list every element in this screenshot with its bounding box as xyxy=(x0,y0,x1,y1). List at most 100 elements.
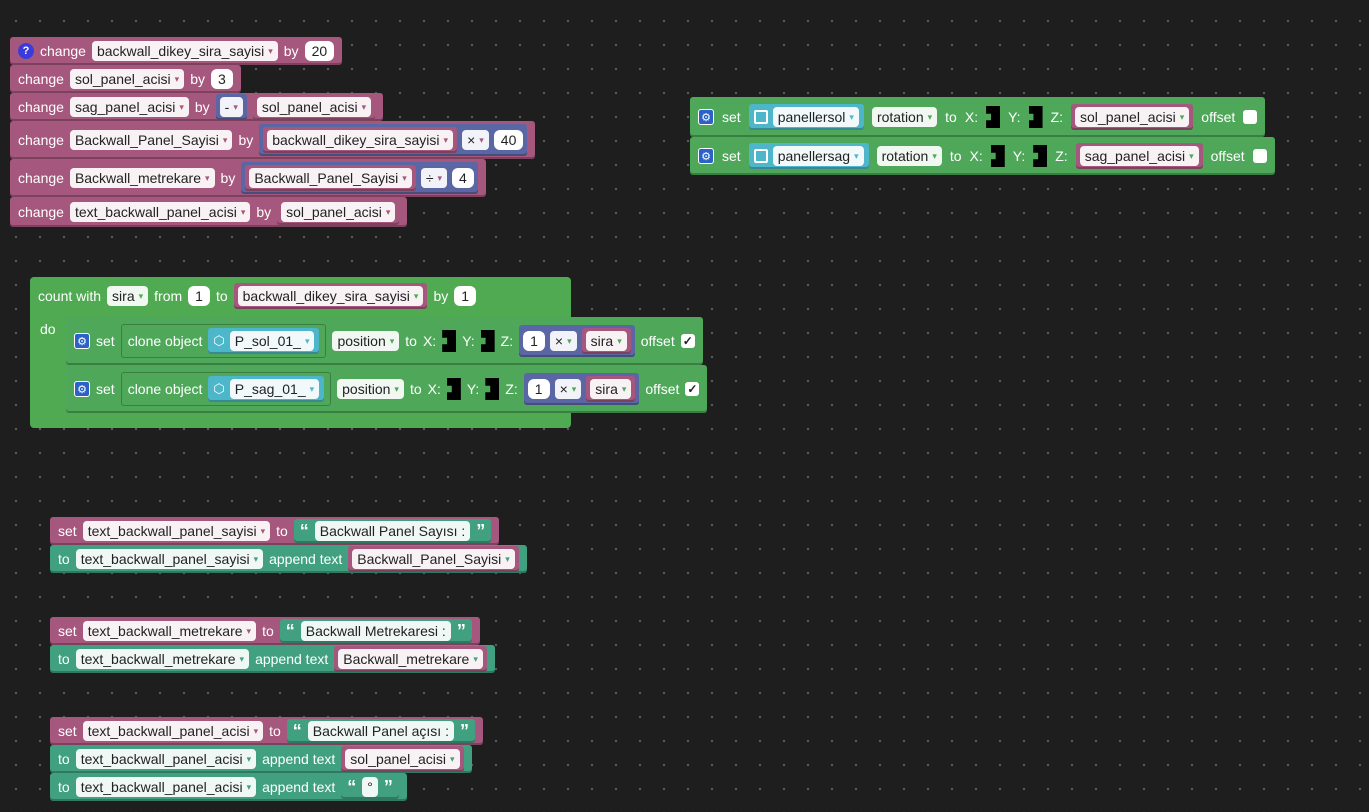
variable-reporter[interactable]: sol_panel_acisi▾ xyxy=(1071,104,1194,130)
property-dropdown[interactable]: rotation▾ xyxy=(876,146,942,166)
set-rotation-block[interactable]: ⚙ set panellersag▾ rotation▾ to X: Y: Z:… xyxy=(690,137,1275,175)
empty-input-slot[interactable] xyxy=(986,106,1001,128)
set-text-block[interactable]: set text_backwall_metrekare▾ to “ Backwa… xyxy=(50,617,480,645)
empty-input-slot[interactable] xyxy=(1028,106,1043,128)
number-field[interactable]: 1 xyxy=(527,379,550,399)
empty-input-slot[interactable] xyxy=(446,378,461,400)
variable-dropdown[interactable]: Backwall_Panel_Sayisi▾ xyxy=(352,549,515,569)
empty-input-slot[interactable] xyxy=(485,378,500,400)
set-text-block[interactable]: set text_backwall_panel_sayisi▾ to “ Bac… xyxy=(50,517,500,545)
variable-dropdown[interactable]: Backwall_Panel_Sayisi▾ xyxy=(249,168,412,188)
number-field[interactable]: 40 xyxy=(493,130,524,150)
gear-icon[interactable]: ⚙ xyxy=(74,333,90,349)
object-dropdown[interactable]: panellersol▾ xyxy=(772,107,859,127)
number-field[interactable]: 20 xyxy=(304,41,335,61)
text-literal-block[interactable]: “ Backwall Panel Sayısı : ” xyxy=(293,519,492,543)
variable-dropdown[interactable]: sira▾ xyxy=(590,379,632,399)
arithmetic-block[interactable]: Backwall_Panel_Sayisi▾ ÷▾ 4 xyxy=(241,162,478,194)
operator-dropdown[interactable]: ×▾ xyxy=(462,130,489,150)
variable-dropdown[interactable]: Backwall_Panel_Sayisi▾ xyxy=(69,130,233,150)
variable-dropdown[interactable]: sol_panel_acisi▾ xyxy=(345,749,460,769)
variable-dropdown[interactable]: Backwall_metrekare▾ xyxy=(338,649,483,669)
object-reporter[interactable]: ⬡ P_sol_01_▾ xyxy=(208,328,320,354)
offset-checkbox[interactable] xyxy=(1243,110,1258,124)
gear-icon[interactable]: ⚙ xyxy=(698,148,714,164)
object-dropdown[interactable]: P_sag_01_▾ xyxy=(229,379,320,399)
append-text-block[interactable]: to text_backwall_metrekare▾ append text … xyxy=(50,645,495,673)
empty-input-slot[interactable] xyxy=(480,330,495,352)
clone-object-block[interactable]: clone object ⬡ P_sol_01_▾ xyxy=(120,324,327,358)
set-text-block[interactable]: set text_backwall_panel_acisi▾ to “ Back… xyxy=(50,717,483,745)
variable-reporter[interactable]: backwall_dikey_sira_sayisi▾ xyxy=(263,127,458,153)
change-block[interactable]: change text_backwall_panel_acisi▾ by sol… xyxy=(10,197,408,227)
text-field[interactable]: Backwall Metrekaresi : xyxy=(300,621,451,641)
variable-dropdown[interactable]: sol_panel_acisi▾ xyxy=(281,202,396,222)
text-literal-block[interactable]: “ Backwall Metrekaresi : ” xyxy=(279,619,472,643)
object-reporter[interactable]: ⬡ P_sag_01_▾ xyxy=(208,376,325,402)
offset-checkbox[interactable] xyxy=(1252,149,1267,163)
variable-reporter[interactable]: sira▾ xyxy=(581,328,631,354)
set-rotation-block[interactable]: ⚙ set panellersol▾ rotation▾ to X: Y: Z:… xyxy=(690,97,1266,137)
text-literal-block[interactable]: “ Backwall Panel açısı : ” xyxy=(286,719,475,743)
clone-object-block[interactable]: clone object ⬡ P_sag_01_▾ xyxy=(120,372,332,406)
variable-reporter[interactable]: Backwall_Panel_Sayisi▾ xyxy=(245,165,416,191)
loop-variable-dropdown[interactable]: sira▾ xyxy=(107,286,149,306)
change-block[interactable]: change Backwall_metrekare▾ by Backwall_P… xyxy=(10,159,486,197)
object-reporter[interactable]: panellersag▾ xyxy=(748,143,869,169)
property-dropdown[interactable]: position▾ xyxy=(332,331,400,351)
set-position-block[interactable]: ⚙ set clone object ⬡ P_sol_01_▾ position… xyxy=(66,317,703,365)
append-text-block[interactable]: to text_backwall_panel_sayisi▾ append te… xyxy=(50,545,527,573)
variable-dropdown[interactable]: backwall_dikey_sira_sayisi▾ xyxy=(91,41,278,61)
property-dropdown[interactable]: position▾ xyxy=(337,379,404,399)
variable-dropdown[interactable]: text_backwall_metrekare▾ xyxy=(75,649,250,669)
variable-dropdown[interactable]: backwall_dikey_sira_sayisi▾ xyxy=(237,286,424,306)
variable-dropdown[interactable]: text_backwall_panel_acisi▾ xyxy=(82,721,264,741)
object-reporter[interactable]: panellersol▾ xyxy=(748,104,864,130)
empty-input-slot[interactable] xyxy=(990,145,1005,167)
property-dropdown[interactable]: rotation▾ xyxy=(871,107,938,127)
text-literal-block[interactable]: “ ° ” xyxy=(341,775,399,799)
variable-dropdown[interactable]: Backwall_metrekare▾ xyxy=(69,168,215,188)
variable-dropdown[interactable]: text_backwall_panel_sayisi▾ xyxy=(75,549,264,569)
arithmetic-block[interactable]: 1 ×▾ sira▾ xyxy=(523,373,640,405)
arithmetic-block[interactable]: 1 ×▾ sira▾ xyxy=(519,325,635,357)
append-text-block[interactable]: to text_backwall_panel_acisi▾ append tex… xyxy=(50,773,407,801)
variable-dropdown[interactable]: text_backwall_panel_acisi▾ xyxy=(69,202,251,222)
set-position-block[interactable]: ⚙ set clone object ⬡ P_sag_01_▾ position… xyxy=(66,365,708,413)
variable-reporter[interactable]: Backwall_metrekare▾ xyxy=(334,646,487,672)
number-field[interactable]: 4 xyxy=(452,168,474,188)
operator-dropdown[interactable]: ×▾ xyxy=(554,379,582,399)
change-block[interactable]: ? change backwall_dikey_sira_sayisi▾ by … xyxy=(10,37,343,65)
from-number-field[interactable]: 1 xyxy=(188,286,210,306)
text-field[interactable]: Backwall Panel Sayısı : xyxy=(314,521,471,541)
variable-dropdown[interactable]: sira▾ xyxy=(585,331,627,351)
variable-dropdown[interactable]: sag_panel_acisi▾ xyxy=(69,97,189,117)
empty-input-slot[interactable] xyxy=(442,330,457,352)
arithmetic-block[interactable]: backwall_dikey_sira_sayisi▾ ×▾ 40 xyxy=(259,124,528,156)
variable-dropdown[interactable]: backwall_dikey_sira_sayisi▾ xyxy=(267,130,454,150)
variable-reporter[interactable]: sag_panel_acisi▾ xyxy=(1075,143,1203,169)
variable-dropdown[interactable]: text_backwall_panel_sayisi▾ xyxy=(82,521,271,541)
gear-icon[interactable]: ⚙ xyxy=(74,381,90,397)
variable-dropdown[interactable]: text_backwall_panel_acisi▾ xyxy=(75,749,257,769)
operator-dropdown[interactable]: ÷▾ xyxy=(420,168,448,188)
variable-dropdown[interactable]: text_backwall_panel_acisi▾ xyxy=(75,777,257,797)
number-field[interactable]: 3 xyxy=(211,69,233,89)
text-field[interactable]: ° xyxy=(362,777,378,797)
variable-dropdown[interactable]: sag_panel_acisi▾ xyxy=(1079,146,1199,166)
text-field[interactable]: Backwall Panel açısı : xyxy=(307,721,454,741)
operator-dropdown[interactable]: ×▾ xyxy=(549,331,577,351)
object-dropdown[interactable]: panellersag▾ xyxy=(772,146,864,166)
variable-dropdown[interactable]: sol_panel_acisi▾ xyxy=(1075,107,1190,127)
variable-reporter[interactable]: sira▾ xyxy=(586,376,636,402)
number-field[interactable]: 1 xyxy=(523,331,545,351)
variable-reporter[interactable]: Backwall_Panel_Sayisi▾ xyxy=(348,546,519,572)
variable-dropdown[interactable]: sol_panel_acisi▾ xyxy=(256,97,372,117)
offset-checkbox[interactable]: ✓ xyxy=(680,334,695,348)
by-number-field[interactable]: 1 xyxy=(454,286,477,306)
change-block[interactable]: change Backwall_Panel_Sayisi▾ by backwal… xyxy=(10,121,536,159)
variable-reporter[interactable]: sol_panel_acisi▾ xyxy=(252,94,376,120)
object-dropdown[interactable]: P_sol_01_▾ xyxy=(229,331,315,351)
change-block[interactable]: change sol_panel_acisi▾ by 3 xyxy=(10,65,241,93)
offset-checkbox[interactable]: ✓ xyxy=(685,382,700,396)
